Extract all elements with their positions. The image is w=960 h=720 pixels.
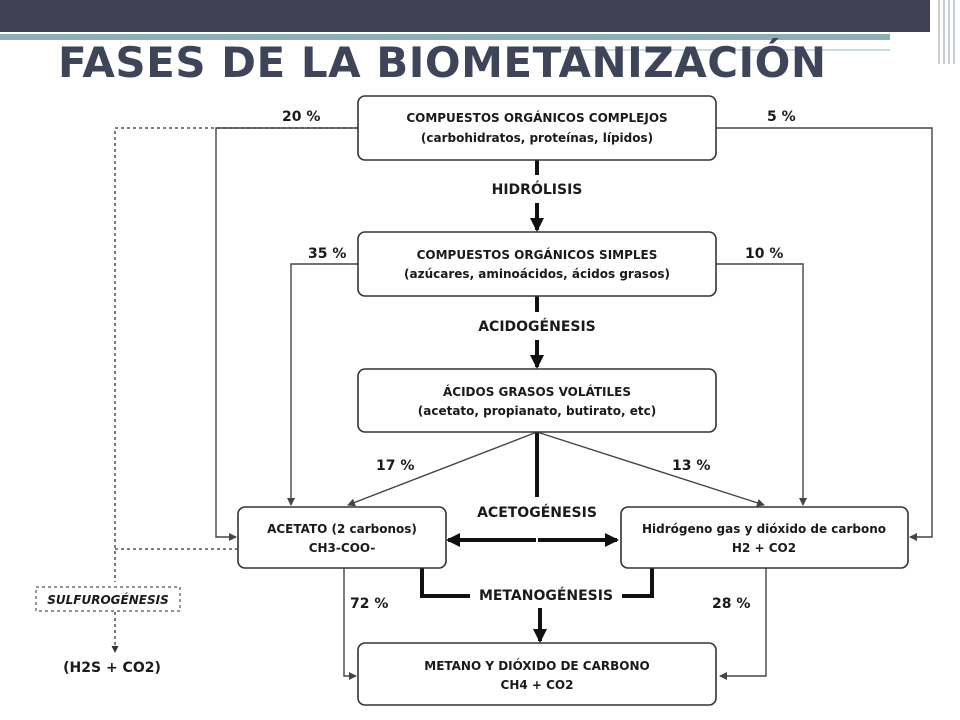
node-sulfuro-output: (H2S + CO2): [63, 660, 161, 676]
node-acidos-grasos-volatiles: ÁCIDOS GRASOS VOLÁTILES (acetato, propia…: [357, 368, 717, 433]
pct-label-13: 13 %: [672, 458, 710, 474]
slide-accent-bar: [0, 34, 890, 40]
slide-title: FASES DE LA BIOMETANIZACIÓN: [58, 38, 827, 87]
node-complejos-title: COMPUESTOS ORGÁNICOS COMPLEJOS: [406, 110, 667, 125]
node-acetato-title: ACETATO (2 carbonos): [267, 522, 417, 536]
node-metano-formula: CH4 + CO2: [501, 678, 574, 692]
phase-label-hidrolisis: HIDRÓLISIS: [492, 180, 583, 198]
edge-volatiles-acetato: [347, 431, 538, 507]
pct-label-35: 35 %: [308, 246, 346, 262]
edge-simples-hidrogeno: [716, 263, 807, 506]
pct-label-5: 5 %: [767, 109, 796, 125]
node-acetato: ACETATO (2 carbonos) CH3-COO-: [237, 506, 447, 569]
edge-simples-acetato: [287, 263, 358, 506]
pct-label-10: 10 %: [745, 246, 783, 262]
pct-label-20: 20 %: [282, 109, 320, 125]
edge-acetato-metano: [343, 568, 357, 680]
edge-hidrogeno-metano: [719, 568, 767, 680]
edge-hidrogeno-metanogenesis: [622, 568, 654, 598]
node-compuestos-simples: COMPUESTOS ORGÁNICOS SIMPLES (azúcares, …: [357, 231, 717, 297]
node-hidrogeno-title: Hidrógeno gas y dióxido de carbono: [642, 522, 886, 536]
node-volatiles-title: ÁCIDOS GRASOS VOLÁTILES: [443, 384, 631, 399]
phase-sulfurogenesis: SULFUROGÉNESIS: [35, 586, 181, 612]
pct-label-72: 72 %: [350, 596, 388, 612]
node-hidrogeno-formula: H2 + CO2: [732, 541, 796, 555]
slide-top-bar: [0, 0, 930, 32]
node-simples-subtitle: (azúcares, aminoácidos, ácidos grasos): [404, 267, 670, 281]
node-metano-co2: METANO Y DIÓXIDO DE CARBONO CH4 + CO2: [357, 642, 717, 706]
slide-corner-decoration: [930, 0, 960, 64]
phase-label-acetogenesis: ACETOGÉNESIS: [477, 504, 597, 521]
phase-label-acidogenesis: ACIDOGÉNESIS: [478, 318, 596, 335]
slide-accent-line: [560, 49, 890, 51]
edge-complejos-acetato: [215, 127, 358, 541]
node-complejos-subtitle: (carbohidratos, proteínas, lípidos): [421, 131, 653, 145]
node-metano-title: METANO Y DIÓXIDO DE CARBONO: [424, 658, 650, 673]
node-acetato-formula: CH3-COO-: [309, 541, 376, 555]
edge-complejos-hidrogeno: [716, 127, 933, 541]
pct-label-28: 28 %: [712, 596, 750, 612]
phase-label-metanogenesis: METANOGÉNESIS: [479, 587, 613, 604]
edge-volatiles-hidrogeno: [536, 431, 765, 507]
node-compuestos-complejos: COMPUESTOS ORGÁNICOS COMPLEJOS (carbohid…: [357, 95, 717, 161]
edge-complejos-sulfuro: [114, 127, 358, 582]
edge-acetato-metanogenesis: [420, 568, 470, 598]
node-simples-title: COMPUESTOS ORGÁNICOS SIMPLES: [417, 247, 658, 262]
node-hidrogeno-co2: Hidrógeno gas y dióxido de carbono H2 + …: [620, 506, 909, 569]
phase-label-sulfurogenesis: SULFUROGÉNESIS: [47, 592, 168, 607]
node-volatiles-subtitle: (acetato, propianato, butirato, etc): [418, 404, 656, 418]
pct-label-17: 17 %: [376, 458, 414, 474]
